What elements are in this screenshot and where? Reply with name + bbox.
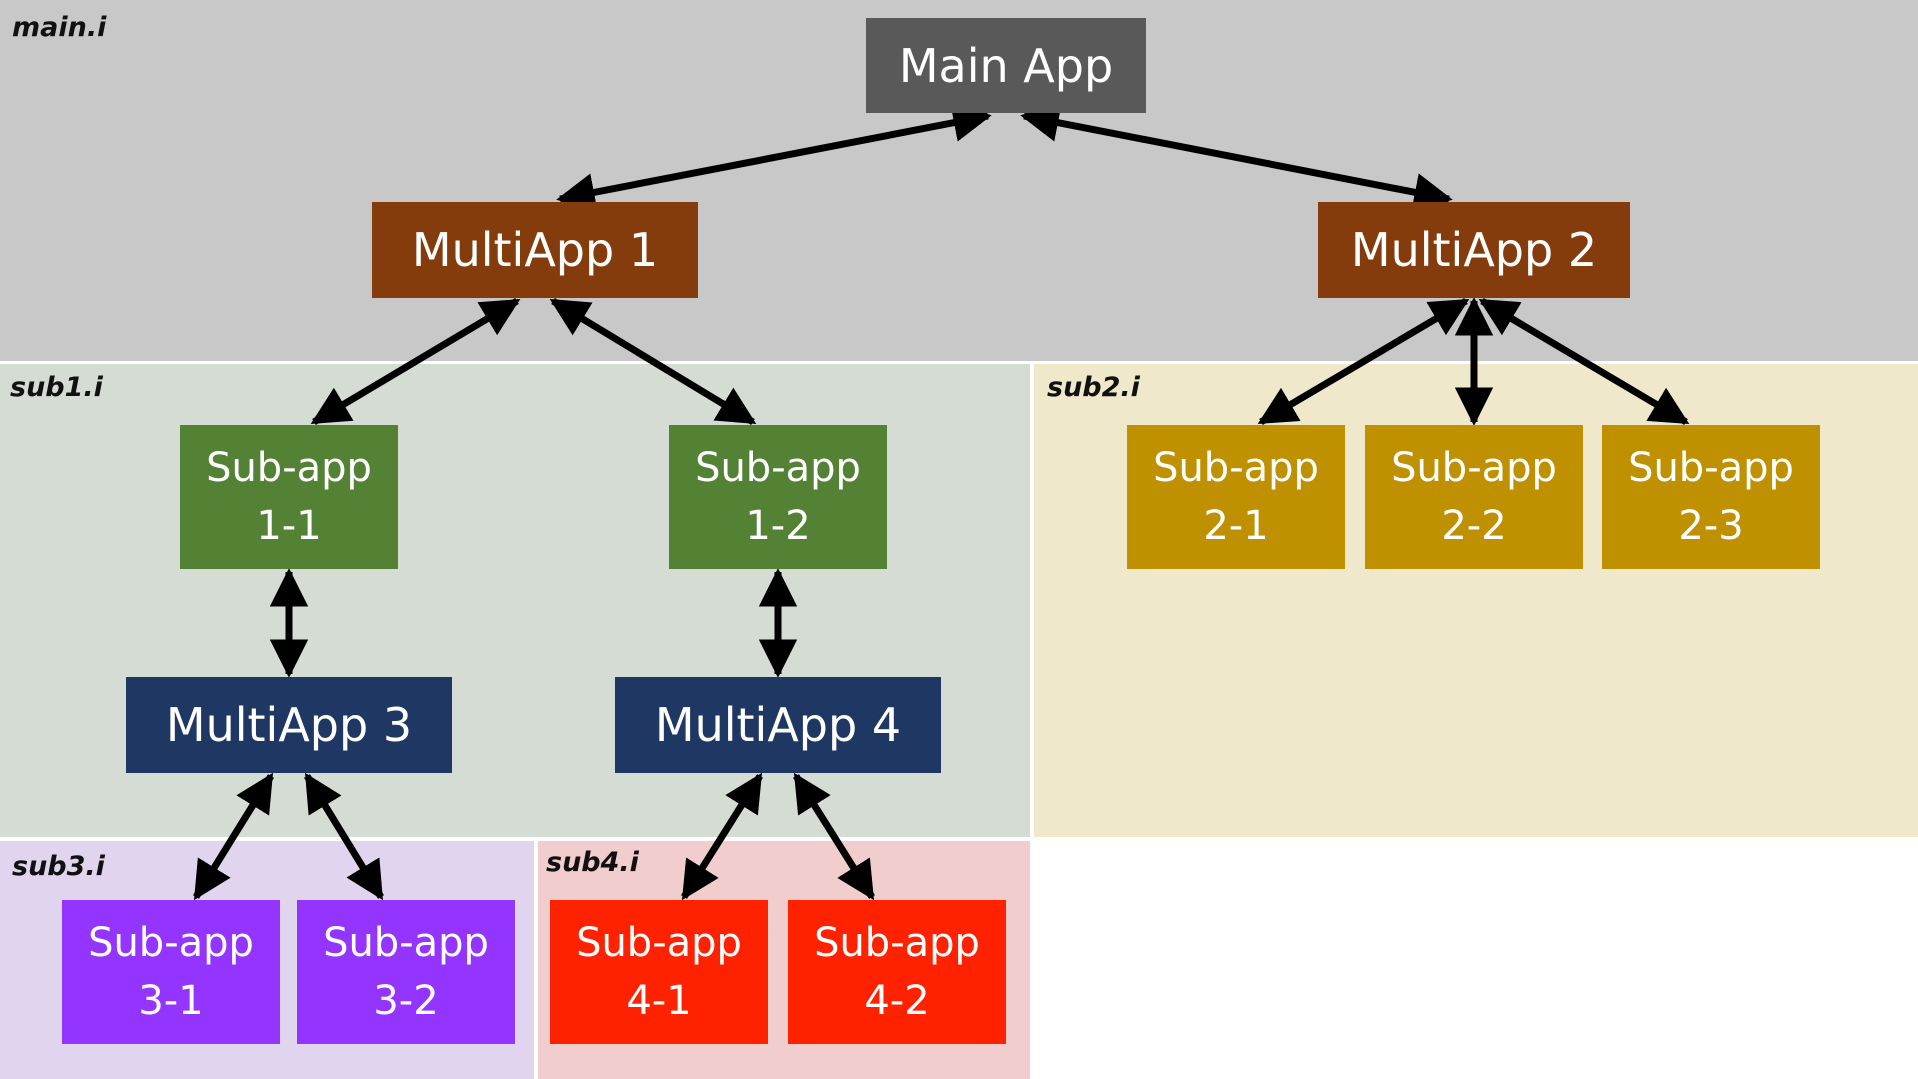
subapp-2-2-box: Sub-app 2-2 [1365,425,1583,569]
subapp-3-1-box: Sub-app 3-1 [62,900,280,1044]
subapp-4-2-box: Sub-app 4-2 [788,900,1006,1044]
subapp-4-1-line1: Sub-app [576,920,742,966]
subapp-4-1-box: Sub-app 4-1 [550,900,768,1044]
multiapp-3-label: MultiApp 3 [165,698,413,752]
main-app-label: Main App [898,38,1114,93]
multiapp-1-box: MultiApp 1 [372,202,698,298]
arrow-main-app-to-multiapp-2 [1020,103,1453,212]
subapp-1-1-line2: 1-1 [256,503,322,549]
arrow-main-app-to-multiapp-1 [556,103,992,212]
region-label-main: main.i [12,12,107,43]
subapp-2-1-box: Sub-app 2-1 [1127,425,1345,569]
multiapp-2-box: MultiApp 2 [1318,202,1630,298]
arrow-multiapp-1-to-subapp-1-2 [549,298,757,425]
subapp-1-2-line1: Sub-app [695,445,861,491]
subapp-2-1-line2: 2-1 [1203,503,1269,549]
subapp-2-3-box: Sub-app 2-3 [1602,425,1820,569]
subapp-4-2-line2: 4-2 [864,978,930,1024]
subapp-2-2-line2: 2-2 [1441,503,1507,549]
arrow-multiapp-2-to-subapp-2-1 [1257,297,1470,426]
subapp-1-1-box: Sub-app 1-1 [180,425,398,569]
arrow-multiapp-3-to-subapp-3-1 [193,772,274,901]
subapp-3-1-line2: 3-1 [138,978,204,1024]
multiapp-3-box: MultiApp 3 [126,677,452,773]
subapp-2-2-line1: Sub-app [1391,445,1557,491]
subapp-1-2-box: Sub-app 1-2 [669,425,887,569]
subapp-2-1-line1: Sub-app [1153,445,1319,491]
subapp-3-1-line1: Sub-app [88,920,254,966]
arrow-multiapp-4-to-subapp-4-2 [793,772,875,901]
arrow-multiapp-4-to-subapp-4-1 [681,772,763,901]
region-label-sub3: sub3.i [12,851,105,882]
region-label-sub4: sub4.i [546,847,639,878]
arrow-multiapp-3-to-subapp-3-2 [304,772,384,901]
subapp-2-3-line1: Sub-app [1628,445,1794,491]
region-label-sub1: sub1.i [10,372,103,403]
arrow-multiapp-1-to-subapp-1-1 [310,297,521,426]
subapp-3-2-box: Sub-app 3-2 [297,900,515,1044]
region-label-sub2: sub2.i [1047,372,1140,403]
subapp-1-2-line2: 1-2 [745,503,811,549]
subapp-1-1-line1: Sub-app [206,445,372,491]
subapp-3-2-line2: 3-2 [373,978,439,1024]
subapp-4-1-line2: 4-1 [626,978,692,1024]
multiapp-1-label: MultiApp 1 [411,223,659,277]
subapp-3-2-line1: Sub-app [323,920,489,966]
subapp-2-3-line2: 2-3 [1678,503,1744,549]
subapp-4-2-line1: Sub-app [814,920,980,966]
multiapp-4-box: MultiApp 4 [615,677,941,773]
arrow-multiapp-2-to-subapp-2-3 [1478,297,1690,426]
multiapp-4-label: MultiApp 4 [654,698,902,752]
main-app-box: Main App [866,18,1146,113]
multiapp-2-label: MultiApp 2 [1350,223,1598,277]
